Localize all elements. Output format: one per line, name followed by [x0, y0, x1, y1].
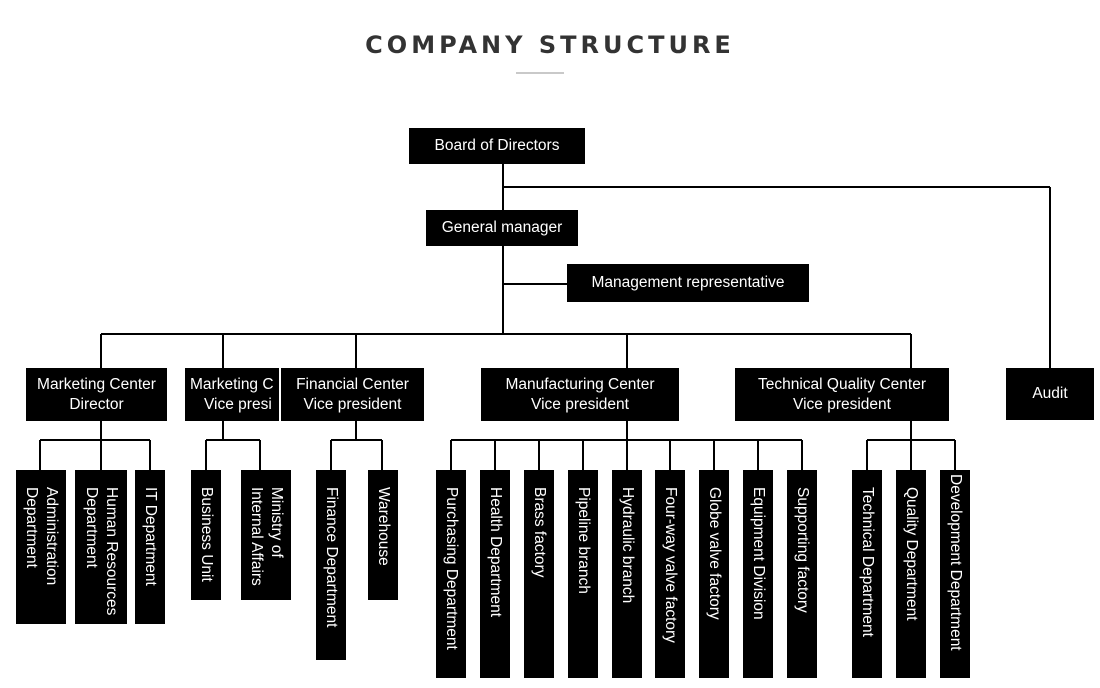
dept-label-line: Supporting factory: [794, 487, 811, 613]
board-of-directors-box: Board of Directors: [409, 128, 585, 164]
center-name: Manufacturing Center: [505, 375, 655, 393]
board-of-directors-label: Board of Directors: [434, 137, 560, 154]
marketing-center-director-box: Marketing Center Director: [26, 368, 167, 421]
dept-label-line: Purchasing Department: [443, 487, 460, 650]
center-role: Vice presi: [204, 395, 272, 413]
business-unit-box: Business Unit: [191, 470, 221, 600]
center-name: Marketing C: [190, 375, 274, 393]
center-role: Vice president: [531, 395, 629, 413]
dept-label-line: Hydraulic branch: [619, 487, 636, 604]
dept-label-line: Health Department: [487, 487, 504, 618]
general-manager-label: General manager: [441, 219, 563, 236]
dept-label-line: Quality Department: [903, 487, 920, 621]
quality-department-box: Quality Department: [896, 470, 926, 678]
center-role: Director: [69, 395, 124, 413]
it-department-box: IT Department: [135, 470, 165, 624]
dept-label-line: Ministry of: [268, 487, 285, 558]
manufacturing-center-box: Manufacturing Center Vice president: [481, 368, 679, 421]
management-representative-box: Management representative: [567, 264, 809, 302]
dept-label-line: Warehouse: [375, 487, 392, 566]
dept-label-line: Human Resources: [103, 487, 120, 616]
center-name: Technical Quality Center: [758, 375, 926, 393]
center-role: Vice president: [793, 395, 891, 413]
health-department-box: Health Department: [480, 470, 510, 678]
brass-factory-box: Brass factory: [524, 470, 554, 678]
dept-label-line: Globe valve factory: [706, 487, 723, 620]
general-manager-box: General manager: [426, 210, 578, 246]
dept-label-line: Administration: [43, 487, 60, 586]
four-way-valve-factory-box: Four-way valve factory: [655, 470, 685, 678]
purchasing-department-box: Purchasing Department: [436, 470, 466, 678]
financial-center-box: Financial Center Vice president: [281, 368, 424, 421]
warehouse-box: Warehouse: [368, 470, 398, 600]
management-representative-label: Management representative: [591, 274, 785, 291]
center-name: Financial Center: [296, 375, 409, 393]
audit-label: Audit: [1032, 385, 1068, 402]
dept-label-line: Finance Department: [323, 487, 340, 628]
globe-valve-factory-box: Globe valve factory: [699, 470, 729, 678]
page-title: COMPANY STRUCTURE: [365, 31, 735, 59]
dept-label-line: Brass factory: [531, 487, 548, 578]
development-department-box: Development Department: [940, 470, 970, 678]
supporting-factory-box: Supporting factory: [787, 470, 817, 678]
audit-box: Audit: [1006, 368, 1094, 420]
dept-label-line: Development Department: [947, 474, 964, 651]
marketing-center-vp-box: Marketing C Vice presi: [185, 368, 279, 421]
dept-label-line: Department: [83, 487, 100, 568]
technical-quality-center-box: Technical Quality Center Vice president: [735, 368, 949, 421]
dept-label-line: Department: [23, 487, 40, 568]
dept-label-line: Technical Department: [859, 487, 876, 637]
dept-label-line: Pipeline branch: [575, 487, 592, 594]
dept-label-line: Four-way valve factory: [662, 487, 679, 643]
technical-department-box: Technical Department: [852, 470, 882, 678]
finance-department-box: Finance Department: [316, 470, 346, 660]
dept-label-line: Equipment Division: [750, 487, 767, 620]
pipeline-branch-box: Pipeline branch: [568, 470, 598, 678]
center-role: Vice president: [303, 395, 402, 413]
hydraulic-branch-box: Hydraulic branch: [612, 470, 642, 678]
equipment-division-box: Equipment Division: [743, 470, 773, 678]
title-underline: [516, 72, 564, 74]
dept-label-line: Internal Affairs: [248, 487, 265, 586]
center-name: Marketing Center: [37, 375, 156, 393]
dept-label-line: Business Unit: [198, 487, 215, 582]
dept-label-line: IT Department: [142, 487, 159, 586]
